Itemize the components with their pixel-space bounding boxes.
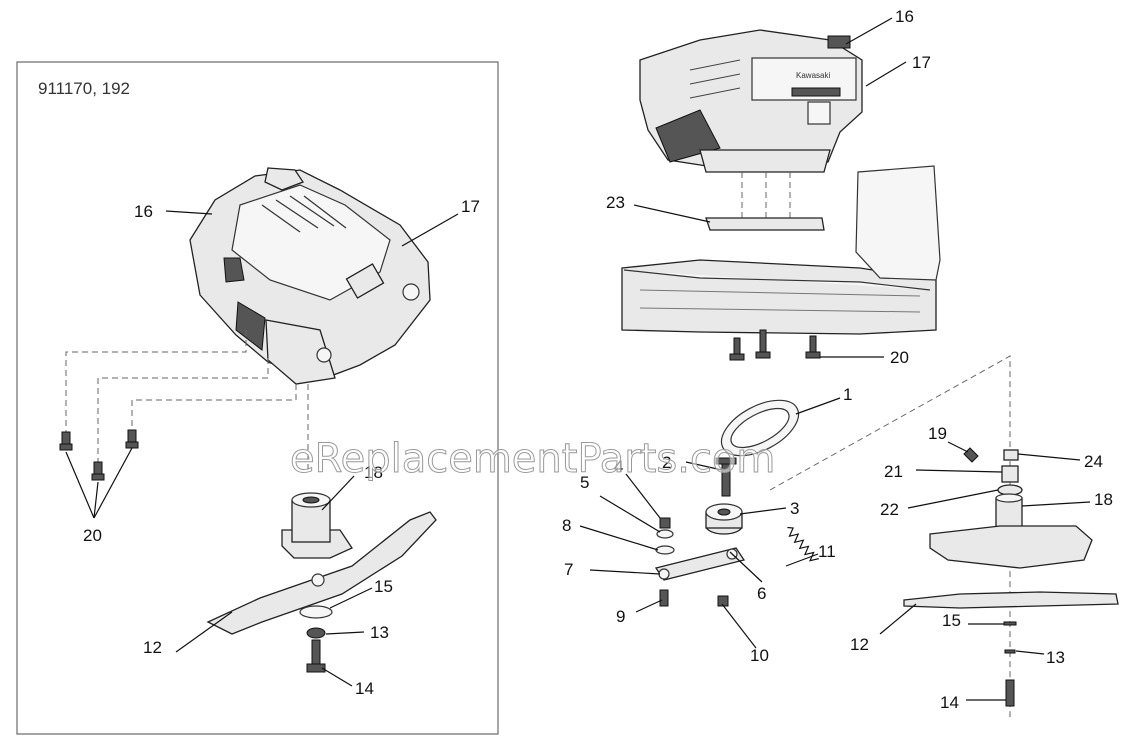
- main-callout-5: 5: [580, 473, 589, 492]
- main-callout-15: 15: [942, 611, 961, 630]
- main-deck: [621, 165, 941, 335]
- main-key: [963, 447, 979, 463]
- inset-callout-20: 20: [83, 526, 102, 545]
- inset-lock-washer: [306, 627, 326, 639]
- main-callout-8: 8: [562, 516, 571, 535]
- inset-callout-18: 18: [364, 463, 383, 482]
- main-callout-6: 6: [757, 584, 766, 603]
- main-callout-3: 3: [790, 499, 799, 518]
- inset-callout-14: 14: [355, 679, 374, 698]
- main-washer-8: [655, 545, 675, 555]
- main-bolt-9: [659, 589, 669, 607]
- inset-callout-13: 13: [370, 623, 389, 642]
- inset-callout-12: 12: [143, 638, 162, 657]
- inset-engine: [189, 167, 431, 385]
- main-top-nut: [1003, 449, 1019, 461]
- main-engine: Kawasaki: [639, 29, 863, 173]
- main-blade-guard: [929, 525, 1093, 569]
- main-blade-adapter: [995, 497, 1023, 531]
- main-callout-9: 9: [616, 607, 625, 626]
- main-gasket: [705, 217, 825, 231]
- inset-callout-17: 17: [461, 197, 480, 216]
- inset-callout-15: 15: [374, 577, 393, 596]
- watermark-text: eReplacementParts.com: [290, 436, 775, 482]
- main-callout-16: 16: [895, 7, 914, 26]
- main-callout-1: 1: [843, 385, 852, 404]
- main-spindle-pulley: [1001, 465, 1019, 483]
- inset-model-number: 911170, 192: [38, 79, 130, 98]
- main-callout-14: 14: [940, 693, 959, 712]
- main-washer-5: [656, 529, 674, 539]
- main-callout-21: 21: [884, 462, 903, 481]
- main-callout-23: 23: [606, 193, 625, 212]
- main-callout-7: 7: [564, 560, 573, 579]
- main-callout-4: 4: [614, 457, 623, 476]
- main-callout-11: 11: [818, 542, 836, 561]
- main-blade: [903, 591, 1119, 609]
- main-callout-18: 18: [1094, 490, 1113, 509]
- main-spring: [787, 526, 819, 562]
- main-callout-10: 10: [750, 646, 769, 665]
- main-callout-19: 19: [928, 424, 947, 443]
- main-callout-17: 17: [912, 53, 931, 72]
- main-callout-2: 2: [662, 453, 671, 472]
- engine-brand-label: Kawasaki: [796, 71, 830, 80]
- main-deck-bolts: [729, 329, 821, 361]
- main-washer-15: [1003, 621, 1017, 626]
- main-callout-24: 24: [1084, 452, 1103, 471]
- main-lock-washer: [1004, 649, 1016, 654]
- inset-washer: [299, 605, 333, 619]
- main-callout-12: 12: [850, 635, 869, 654]
- inset-frame: [16, 61, 499, 735]
- main-nut: [659, 517, 671, 529]
- main-idler-pulley: [705, 503, 743, 535]
- inset-callout-16: 16: [134, 202, 153, 221]
- inset-panel: 911170, 192: [16, 61, 499, 735]
- main-callout-22: 22: [880, 500, 899, 519]
- main-blade-bolt: [1005, 679, 1015, 707]
- inset-blade-adapter: [281, 492, 353, 559]
- inset-engine-bolts: [59, 429, 139, 481]
- main-assembly: Kawasaki: [562, 7, 1119, 720]
- main-callout-13: 13: [1046, 648, 1065, 667]
- main-callout-20: 20: [890, 348, 909, 367]
